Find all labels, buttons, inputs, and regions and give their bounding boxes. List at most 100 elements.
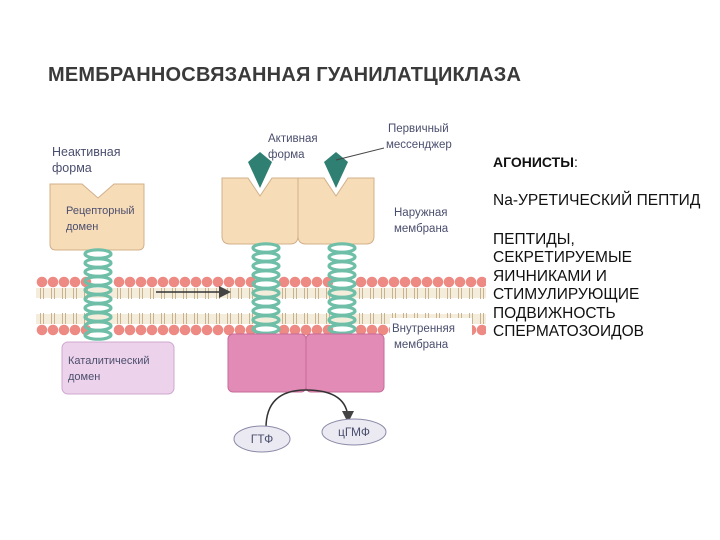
lipid-head xyxy=(454,276,466,288)
receptor-domain-label-1: Рецепторный xyxy=(66,205,135,217)
lipid-head xyxy=(443,276,455,288)
lipid-head xyxy=(201,276,213,288)
helix-turn xyxy=(251,242,281,254)
lipid-head xyxy=(179,276,191,288)
receptor-domain-label-2: домен xyxy=(66,221,98,233)
agonists-heading-text: АГОНИСТЫ xyxy=(493,154,574,170)
helix-turn xyxy=(83,329,113,341)
helix-turn xyxy=(327,269,357,281)
active-receptor-dimer xyxy=(221,152,385,393)
helix-turn xyxy=(251,269,281,281)
lipid-head xyxy=(289,324,301,336)
lipid-head xyxy=(300,324,312,336)
lipid-head xyxy=(355,324,367,336)
helix-turn xyxy=(251,260,281,272)
helix-turn xyxy=(251,251,281,263)
lipid-head xyxy=(234,324,246,336)
catalytic-domain-active-right xyxy=(305,333,385,393)
lipid-head xyxy=(223,276,235,288)
lipid-head xyxy=(157,276,169,288)
lipid-head xyxy=(124,324,136,336)
catalytic-domain-active-left xyxy=(227,333,307,393)
inactive-receptor xyxy=(49,183,175,395)
helix-turn xyxy=(327,305,357,317)
messenger-ligand-left xyxy=(248,152,272,188)
lipid-head xyxy=(476,324,486,336)
helix-turn xyxy=(251,305,281,317)
lipid-head xyxy=(69,324,81,336)
lipid-head xyxy=(366,324,378,336)
helix-turn xyxy=(327,242,357,254)
lipid-head xyxy=(58,324,70,336)
lipid-head xyxy=(377,276,389,288)
active-form-label-1: Активная xyxy=(268,133,318,145)
lipid-head xyxy=(300,276,312,288)
lipid-head xyxy=(58,276,70,288)
lipid-head xyxy=(421,276,433,288)
active-form-label-2: форма xyxy=(268,149,305,161)
messenger-pointer xyxy=(335,147,385,161)
helix-turn xyxy=(327,260,357,272)
inner-membrane-label-2: мембрана xyxy=(394,339,449,351)
messenger-ligand-right xyxy=(324,152,348,188)
gtp-oval xyxy=(233,425,291,453)
lipid-head xyxy=(168,324,180,336)
lipid-head xyxy=(135,324,147,336)
slide-title: МЕМБРАННОСВЯЗАННАЯ ГУАНИЛАТЦИКЛАЗА xyxy=(48,64,522,86)
helix-turn xyxy=(83,248,113,260)
lipid-head xyxy=(476,276,486,288)
lipid-head xyxy=(311,276,323,288)
lipid-head xyxy=(69,276,81,288)
helix-turn xyxy=(327,296,357,308)
lipid-head xyxy=(36,276,48,288)
helix-turn xyxy=(251,296,281,308)
gtp-label: ГТФ xyxy=(251,432,274,446)
lipid-head xyxy=(168,276,180,288)
lipid-head xyxy=(201,324,213,336)
lipid-head xyxy=(212,276,224,288)
transmembrane-helix-active-right xyxy=(327,242,357,335)
membrane-gap-bottom xyxy=(36,314,486,324)
lipid-head xyxy=(234,276,246,288)
lipid-head xyxy=(366,276,378,288)
lipid-head xyxy=(278,324,290,336)
lipid-head xyxy=(355,276,367,288)
primary-messenger-label-1: Первичный xyxy=(388,123,449,135)
helix-turn xyxy=(251,278,281,290)
catalytic-domain-inactive xyxy=(61,341,175,395)
agonist-item-1: Na-УРЕТИЧЕСКИЙ ПЕПТИД xyxy=(493,192,701,209)
lipid-head xyxy=(190,276,202,288)
agonists-heading: АГОНИСТЫ: xyxy=(493,154,713,170)
helix-turn xyxy=(83,266,113,278)
lipid-head xyxy=(113,276,125,288)
lipid-head xyxy=(289,276,301,288)
inactive-form-label-2: форма xyxy=(52,161,92,175)
inner-membrane-label-bg xyxy=(390,318,472,354)
membrane-gap-top xyxy=(36,288,486,298)
lipid-head xyxy=(135,276,147,288)
lipid-head xyxy=(146,324,158,336)
lipid-head xyxy=(157,324,169,336)
lipid-head xyxy=(146,276,158,288)
helix-turn xyxy=(83,257,113,269)
lipid-head xyxy=(36,324,48,336)
helix-turn xyxy=(83,293,113,305)
lipid-head xyxy=(190,324,202,336)
agonist-item-2: ПЕПТИДЫ, СЕКРЕТИРУЕМЫЕ ЯИЧНИКАМИ И СТИМУ… xyxy=(493,230,644,341)
cgmp-oval xyxy=(321,418,387,446)
lipid-head xyxy=(377,324,389,336)
lipid-head xyxy=(432,276,444,288)
reaction-arrow xyxy=(265,389,354,429)
outer-membrane-label-1: Наружная xyxy=(394,207,448,219)
lipid-head xyxy=(113,324,125,336)
lipid-head xyxy=(388,276,400,288)
lipid-head xyxy=(179,324,191,336)
lipid-head xyxy=(47,324,59,336)
primary-messenger-label-2: мессенджер xyxy=(386,139,452,151)
helix-turn xyxy=(327,251,357,263)
lipid-head xyxy=(311,324,323,336)
catalytic-domain-label-2: домен xyxy=(68,371,100,383)
inactive-form-label-1: Неактивная xyxy=(52,145,121,159)
helix-turn xyxy=(251,323,281,335)
transmembrane-helix-inactive xyxy=(83,248,113,341)
